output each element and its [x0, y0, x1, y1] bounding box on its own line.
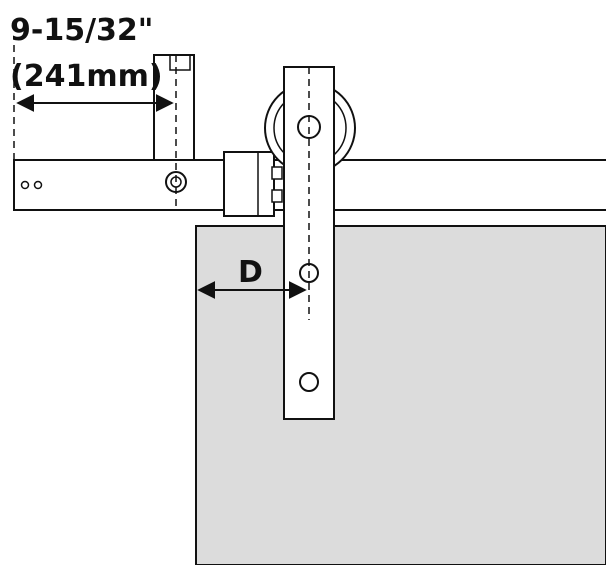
- bar-hole-small-1: [20, 180, 30, 190]
- stopper-bolt-1: [271, 166, 283, 180]
- rail-stopper-block: [223, 151, 275, 217]
- spacer-cap-detail: [169, 55, 191, 71]
- stopper-bolt-2: [271, 189, 283, 203]
- track-end-bar: [13, 159, 225, 211]
- strap-hole-bottom: [299, 372, 319, 392]
- bar-hole-small-2: [33, 180, 43, 190]
- dimension-label-metric: (241mm): [10, 59, 163, 94]
- door-offset-label: D: [238, 255, 263, 290]
- dimension-label-imperial: 9-15/32": [10, 13, 153, 48]
